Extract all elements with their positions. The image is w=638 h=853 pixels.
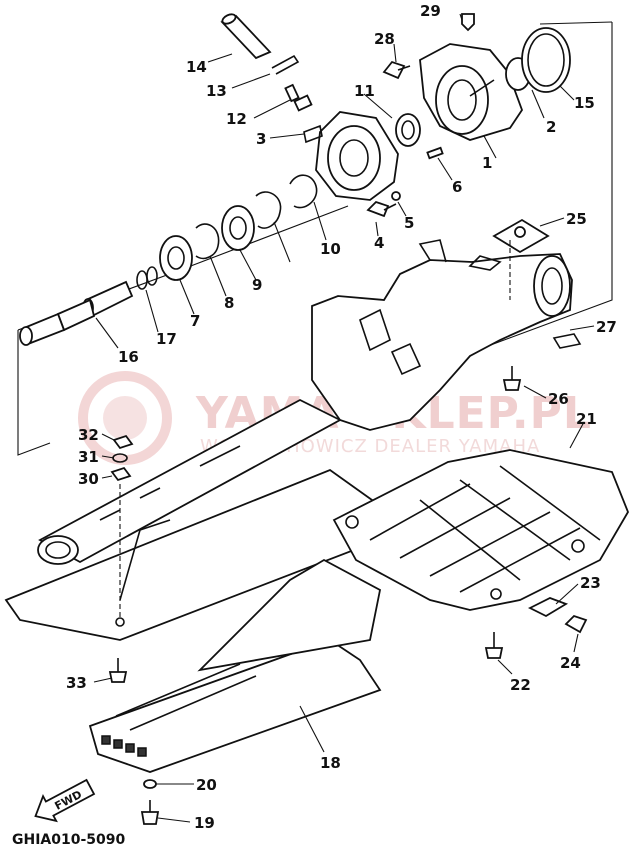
callout-21: 21	[576, 410, 597, 428]
bolt-part-19	[140, 800, 160, 825]
callout-30: 30	[78, 470, 99, 488]
bolt-part-26	[502, 366, 522, 391]
callout-2: 2	[546, 118, 556, 136]
block-part	[527, 597, 569, 618]
bolt-part-24	[564, 614, 588, 634]
hull-tube	[37, 398, 342, 565]
mount-housing	[303, 111, 399, 201]
callout-22: 22	[510, 676, 531, 694]
callout-23: 23	[580, 574, 601, 592]
diagram-code: GHIA010-5090	[12, 832, 126, 848]
callout-8-lower: 8	[224, 294, 234, 312]
callout-3: 3	[256, 130, 266, 148]
mount-plate	[492, 218, 550, 254]
callout-labels: 1 2 3 4 5 6 8 9 10 11 12 13 14 15 16 17 …	[66, 2, 617, 832]
fwd-arrow-icon: FWD	[34, 778, 96, 823]
callout-28: 28	[374, 30, 395, 48]
bolt-part-4	[366, 200, 397, 218]
washer-part-20	[143, 779, 157, 789]
callout-1: 1	[482, 154, 492, 172]
callout-20: 20	[196, 776, 217, 794]
nut-stack	[110, 434, 134, 482]
o-ring-17a	[136, 270, 148, 290]
callout-15: 15	[574, 94, 595, 112]
gasket-ring	[521, 27, 571, 93]
callout-26: 26	[548, 390, 569, 408]
callout-6: 6	[452, 178, 462, 196]
ride-plate	[88, 558, 382, 773]
bolt-part-28	[382, 60, 411, 80]
callout-12: 12	[226, 110, 247, 128]
bolt-part-22	[484, 632, 504, 659]
intake-grate	[332, 449, 629, 611]
callout-14: 14	[186, 58, 207, 76]
callout-32: 32	[78, 426, 99, 444]
callout-13: 13	[206, 82, 227, 100]
clamp-part	[289, 174, 318, 209]
circlip-part-8b	[195, 223, 220, 260]
callout-25: 25	[566, 210, 587, 228]
bearing-housing	[419, 43, 524, 141]
callout-4: 4	[374, 234, 384, 252]
bolt-part-33	[108, 658, 128, 683]
main-housing	[311, 239, 573, 431]
callout-31: 31	[78, 448, 99, 466]
callout-19: 19	[194, 814, 215, 832]
clip-part	[271, 54, 300, 75]
callout-7: 7	[190, 312, 200, 330]
bearing-part-9	[221, 205, 255, 251]
leader-lines	[93, 13, 595, 823]
drive-shaft	[19, 280, 134, 346]
callout-24: 24	[560, 654, 581, 672]
callout-27: 27	[596, 318, 617, 336]
callout-9: 9	[252, 276, 262, 294]
washer-part-5	[391, 191, 401, 201]
circlip-part-8	[255, 191, 282, 229]
bearing-part-7	[159, 235, 193, 281]
callout-29: 29	[420, 2, 441, 20]
callout-10: 10	[320, 240, 341, 258]
bracket-part	[461, 13, 475, 32]
callout-16: 16	[118, 348, 139, 366]
sleeve-part	[220, 13, 272, 60]
callout-11: 11	[354, 82, 375, 100]
pin-part	[426, 146, 444, 160]
callout-17: 17	[156, 330, 177, 348]
nipple-part	[284, 83, 313, 112]
clip-part-27	[552, 333, 582, 349]
o-ring-17b	[146, 266, 158, 286]
callout-18: 18	[320, 754, 341, 772]
oil-seal	[395, 113, 421, 147]
callout-33: 33	[66, 674, 87, 692]
callout-5: 5	[404, 214, 414, 232]
